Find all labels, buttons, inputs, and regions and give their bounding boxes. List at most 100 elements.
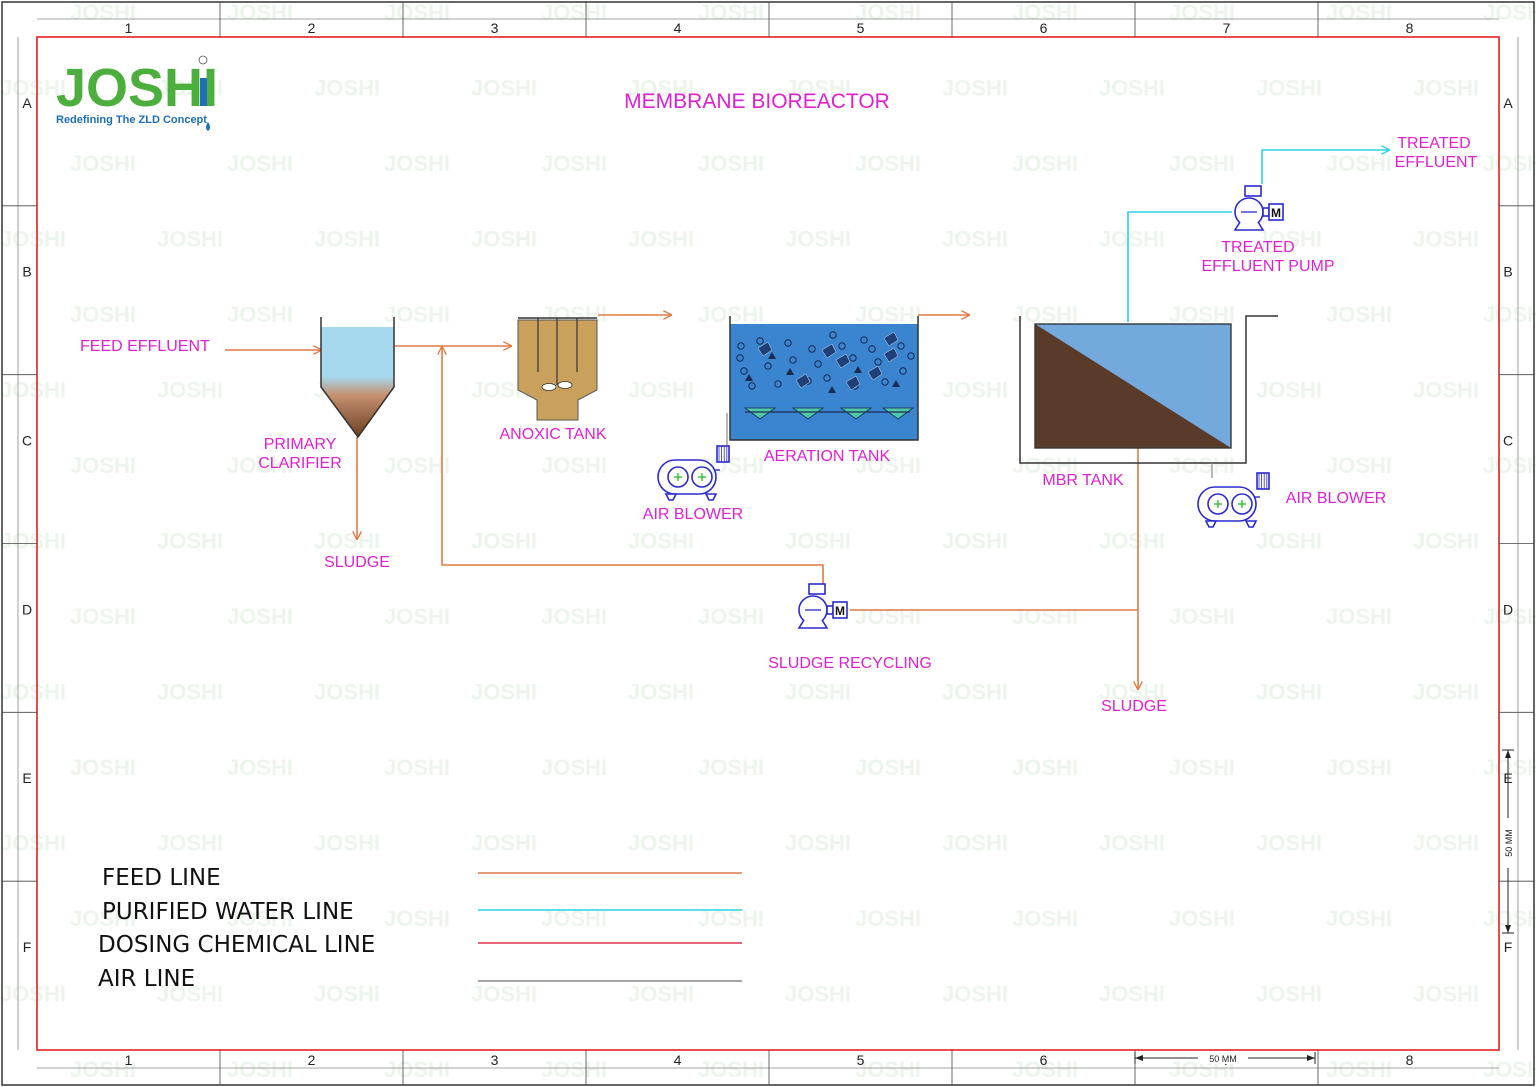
watermark-text: JOSHI xyxy=(698,1057,764,1082)
watermark-text: JOSHI xyxy=(1413,227,1479,252)
watermark-text: JOSHI xyxy=(855,453,921,478)
watermark-text: JOSHI xyxy=(314,227,380,252)
grid-row-label-left: B xyxy=(22,264,31,280)
legend-air-line-label: AIR LINE xyxy=(98,966,195,992)
watermark-text: JOSHI xyxy=(384,0,450,25)
watermark-text: JOSHI xyxy=(942,378,1008,403)
watermark-text: JOSHI xyxy=(471,831,537,856)
watermark-text: JOSHI xyxy=(1012,0,1078,25)
sludge-left-label: SLUDGE xyxy=(324,554,390,571)
vertical-scale-label: 50 MM xyxy=(1504,829,1514,857)
grid-column-label-top: 8 xyxy=(1406,20,1414,36)
watermark-text: JOSHI xyxy=(541,604,607,629)
watermark-text: JOSHI xyxy=(1256,378,1322,403)
logo-bar-icon xyxy=(200,78,207,106)
watermark-text: JOSHI xyxy=(942,680,1008,705)
horizontal-scale-label: 50 MM xyxy=(1209,1054,1237,1064)
watermark-text: JOSHI xyxy=(70,604,136,629)
grid-column-label-bottom: 5 xyxy=(857,1052,865,1068)
watermark-text: JOSHI xyxy=(1413,378,1479,403)
watermark-text: JOSHI xyxy=(1326,453,1392,478)
grid-column-label-bottom: 6 xyxy=(1040,1052,1048,1068)
watermark-text: JOSHI xyxy=(1326,151,1392,176)
primary-clarifier-label-line2: CLARIFIER xyxy=(258,455,342,472)
grid-column-label-top: 4 xyxy=(674,20,682,36)
watermark-text: JOSHI xyxy=(314,831,380,856)
watermark-text: JOSHI xyxy=(0,529,66,554)
watermark-text: JOSHI xyxy=(1413,831,1479,856)
motor-label: M xyxy=(835,604,845,618)
watermark-text: JOSHI xyxy=(1483,755,1536,780)
watermark-text: JOSHI xyxy=(541,755,607,780)
watermark-text: JOSHI xyxy=(384,453,450,478)
mixer-blade-icon xyxy=(541,383,557,391)
watermark-text: JOSHI xyxy=(1012,604,1078,629)
watermark-text: JOSHI xyxy=(70,453,136,478)
logo-wordmark: JOSHI xyxy=(56,58,218,118)
anoxic-tank-label: ANOXIC TANK xyxy=(500,426,607,443)
grid-column-label-top: 5 xyxy=(857,20,865,36)
treated-effluent-label-line1: TREATED xyxy=(1397,135,1470,152)
watermark-text: JOSHI xyxy=(628,76,694,101)
grid-row-label-right: C xyxy=(1503,433,1513,449)
sludge-right-label: SLUDGE xyxy=(1101,698,1167,715)
watermark-text: JOSHI xyxy=(0,831,66,856)
watermark-text: JOSHI xyxy=(70,302,136,327)
watermark-text: JOSHI xyxy=(70,151,136,176)
grid-column-label-bottom: 4 xyxy=(674,1052,682,1068)
watermark-text: JOSHI xyxy=(1326,302,1392,327)
air-blower-left-label: AIR BLOWER xyxy=(643,506,743,523)
grid-row-label-left: D xyxy=(22,601,32,617)
watermark-text: JOSHI xyxy=(227,302,293,327)
watermark-text: JOSHI xyxy=(1012,906,1078,931)
mbr-tank-label: MBR TANK xyxy=(1042,472,1124,489)
watermark-text: JOSHI xyxy=(70,1057,136,1082)
watermark-text: JOSHI xyxy=(1256,982,1322,1007)
watermark-text: JOSHI xyxy=(157,680,223,705)
watermark-text: JOSHI xyxy=(227,906,293,931)
grid-column-label-top: 7 xyxy=(1223,20,1231,36)
watermark-text: JOSHI xyxy=(1413,982,1479,1007)
logo-tagline: Redefining The ZLD Concept xyxy=(56,114,207,126)
watermark-text: JOSHI xyxy=(157,982,223,1007)
watermark-text: JOSHI xyxy=(471,680,537,705)
treated-effluent-pump-icon: M xyxy=(1233,185,1284,231)
watermark-text: JOSHI xyxy=(70,906,136,931)
grid-column-label-top: 2 xyxy=(308,20,316,36)
watermark-text: JOSHI xyxy=(1326,1057,1392,1082)
watermark-text: JOSHI xyxy=(227,1057,293,1082)
grid-row-label-left: C xyxy=(22,433,32,449)
watermark-text: JOSHI xyxy=(1326,604,1392,629)
watermark-text: JOSHI xyxy=(785,982,851,1007)
floc-particles xyxy=(736,331,915,393)
trademark-icon xyxy=(198,55,208,65)
grid-reference-labels: 1122334455667788AABBCCDDEEFF xyxy=(22,20,1513,1068)
watermark-text: JOSHI xyxy=(1483,604,1536,629)
watermark-text: JOSHI xyxy=(227,0,293,25)
watermark-text: JOSHI xyxy=(942,76,1008,101)
air-blower-right-label: AIR BLOWER xyxy=(1286,490,1386,507)
sludge-recycling-label: SLUDGE RECYCLING xyxy=(768,655,932,672)
primary-clarifier-label-line1: PRIMARY xyxy=(264,436,337,453)
watermark-text: JOSHI xyxy=(1413,680,1479,705)
grid-column-label-bottom: 1 xyxy=(125,1052,133,1068)
air-blower-right-icon xyxy=(1197,472,1270,528)
grid-column-label-top: 6 xyxy=(1040,20,1048,36)
watermark-text: JOSHI xyxy=(628,378,694,403)
watermark-text: JOSHI xyxy=(1413,529,1479,554)
watermark-text: JOSHI xyxy=(157,831,223,856)
watermark-text: JOSHI xyxy=(541,151,607,176)
watermark-text: JOSHI xyxy=(0,378,66,403)
watermark-text: JOSHI xyxy=(1012,302,1078,327)
watermark-text: JOSHI xyxy=(314,529,380,554)
watermark-text: JOSHI xyxy=(1169,302,1235,327)
watermark-text: JOSHI xyxy=(1256,831,1322,856)
watermark-text: JOSHI xyxy=(1326,906,1392,931)
watermark-text: JOSHI xyxy=(1099,227,1165,252)
watermark-text: JOSHI xyxy=(698,151,764,176)
watermark-text: JOSHI xyxy=(628,680,694,705)
motor-label: M xyxy=(1271,206,1281,220)
treated-effluent-label-line2: EFFLUENT xyxy=(1395,154,1478,171)
primary-clarifier xyxy=(320,317,395,439)
